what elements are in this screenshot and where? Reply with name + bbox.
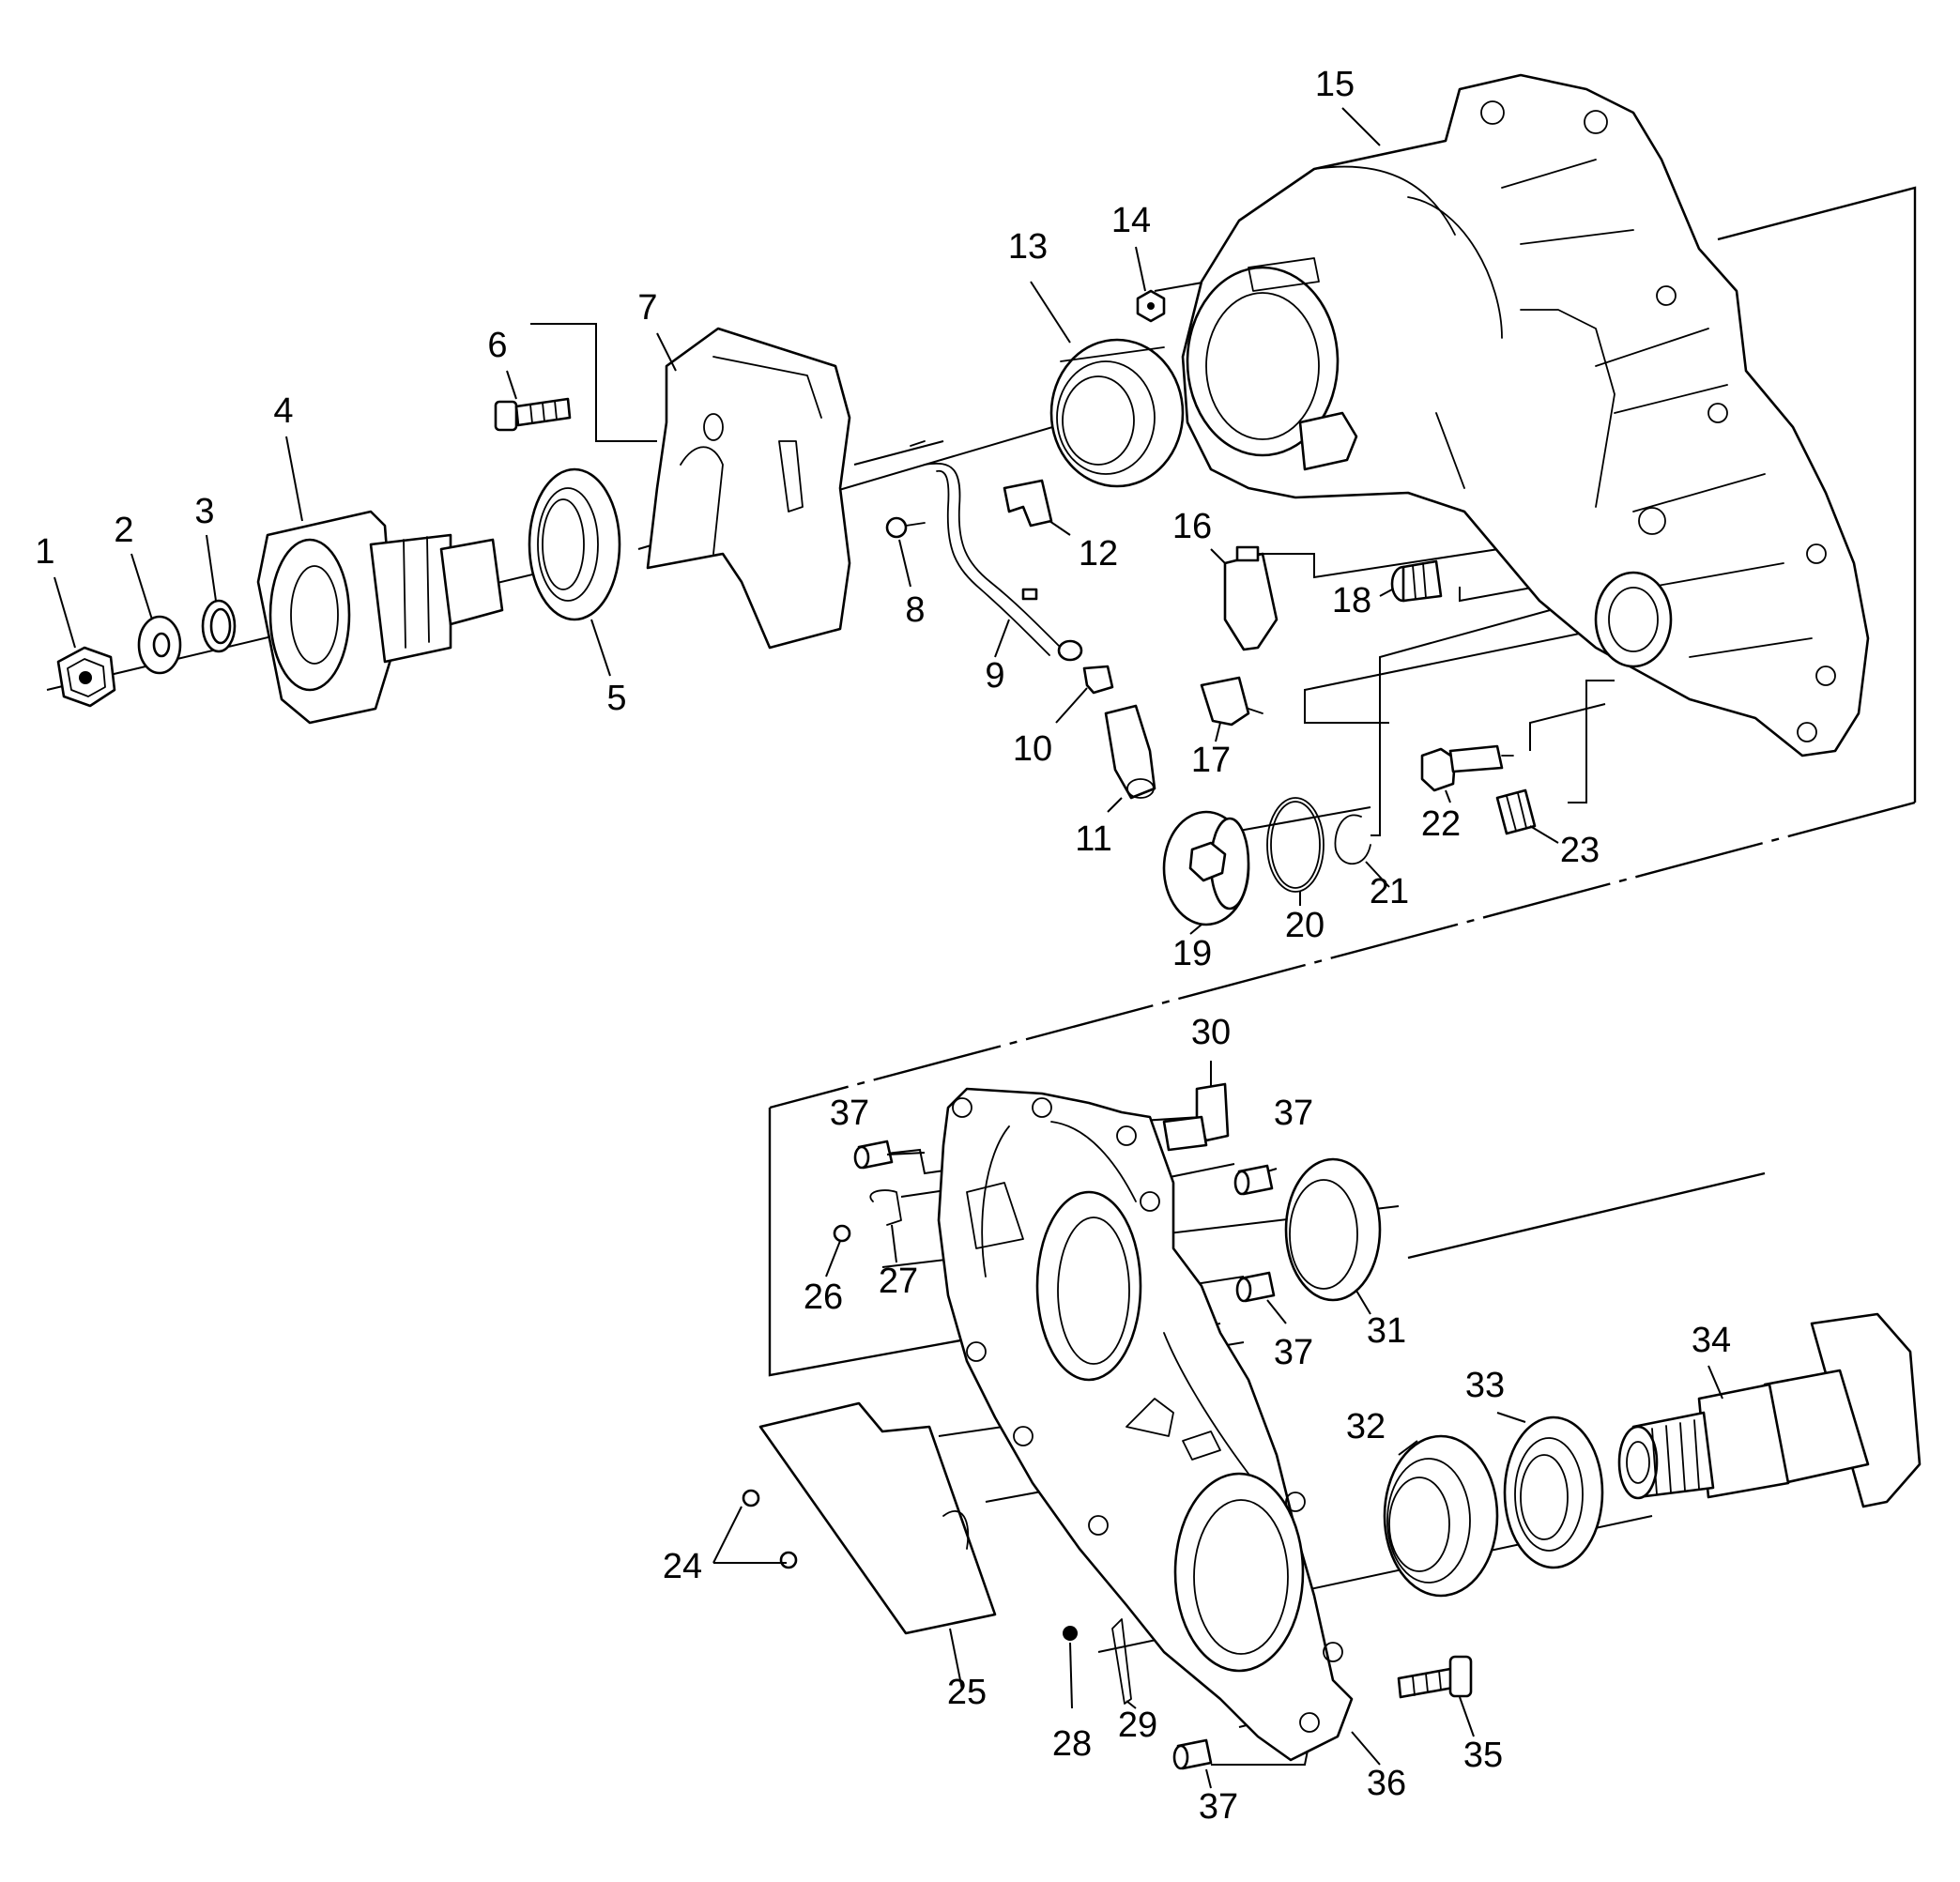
callout-6: 6 xyxy=(487,326,507,365)
callout-33: 33 xyxy=(1465,1366,1505,1405)
callout-34: 34 xyxy=(1692,1321,1731,1360)
callout-labels: 1 2 3 4 5 6 7 8 9 10 11 12 13 14 15 16 1… xyxy=(35,65,1731,1827)
part-22-switch xyxy=(1420,744,1514,792)
dowel-pin xyxy=(1172,1738,1213,1770)
part-28-screw xyxy=(1063,1626,1078,1641)
part-15-front-case xyxy=(1181,73,1870,757)
callout-23: 23 xyxy=(1560,831,1600,870)
callout-32: 32 xyxy=(1346,1407,1386,1446)
part-21-retaining-ring xyxy=(1334,814,1371,865)
part-33-rear-output-seal xyxy=(1503,1415,1604,1569)
part-26-screw xyxy=(833,1224,851,1243)
callout-31: 31 xyxy=(1367,1311,1406,1351)
callout-5: 5 xyxy=(606,679,626,718)
part-6-bolt xyxy=(494,397,572,432)
part-35-bolt xyxy=(1397,1655,1473,1699)
part-13-rear-seal xyxy=(1049,338,1185,488)
callout-27: 27 xyxy=(879,1262,918,1301)
part-18-fill-plug xyxy=(1390,559,1443,603)
part-23-drain-plug xyxy=(1495,788,1537,835)
part-27-bracket xyxy=(869,1189,902,1226)
part-7-shift-motor-cover xyxy=(646,327,851,650)
part-31-seal xyxy=(1284,1157,1382,1302)
callout-19: 19 xyxy=(1172,934,1212,973)
callout-3: 3 xyxy=(194,492,214,531)
part-20-o-ring xyxy=(1266,797,1325,893)
callout-25: 25 xyxy=(947,1673,987,1712)
callout-8: 8 xyxy=(905,590,925,630)
callout-21: 21 xyxy=(1370,872,1409,911)
part-30-vent-fitting xyxy=(1162,1082,1230,1152)
callout-37: 37 xyxy=(1199,1787,1238,1827)
callout-29: 29 xyxy=(1118,1706,1157,1745)
part-34-rear-output-shaft xyxy=(1617,1312,1922,1508)
callout-13: 13 xyxy=(1008,227,1048,267)
callout-2: 2 xyxy=(114,511,133,550)
callout-14: 14 xyxy=(1111,201,1151,240)
part-29-clip xyxy=(1111,1618,1132,1705)
callout-4: 4 xyxy=(273,391,293,431)
part-1-flange-nut xyxy=(56,646,116,708)
callout-16: 16 xyxy=(1172,507,1212,546)
part-14-stud-nut xyxy=(1136,289,1166,323)
part-37-dowel-pins xyxy=(853,1140,1276,1770)
callout-leaders xyxy=(54,107,1723,1789)
part-10-clip xyxy=(1082,665,1114,695)
callout-37: 37 xyxy=(1274,1094,1313,1133)
callout-7: 7 xyxy=(637,288,657,328)
part-24-screws xyxy=(742,1489,798,1569)
part-12-harness-bracket xyxy=(1003,479,1053,528)
callout-37: 37 xyxy=(830,1094,869,1133)
callout-15: 15 xyxy=(1315,65,1355,104)
part-36-rear-case xyxy=(937,1087,1354,1762)
callout-35: 35 xyxy=(1463,1736,1503,1775)
callout-12: 12 xyxy=(1079,534,1118,574)
callout-10: 10 xyxy=(1013,729,1052,769)
callout-37: 37 xyxy=(1274,1333,1313,1372)
part-11-electrical-connector xyxy=(1104,704,1156,800)
part-4-output-flange xyxy=(256,510,504,725)
dowel-pin xyxy=(1233,1164,1274,1196)
callout-26: 26 xyxy=(804,1278,843,1317)
part-3-o-ring-seal xyxy=(201,599,237,653)
part-17-position-sensor xyxy=(1200,676,1263,727)
callout-36: 36 xyxy=(1367,1764,1406,1803)
part-16-speed-sensor xyxy=(1223,545,1279,651)
callout-1: 1 xyxy=(35,532,54,572)
dowel-pin xyxy=(853,1140,894,1170)
callout-28: 28 xyxy=(1052,1724,1092,1764)
part-25-label-plate xyxy=(758,1401,997,1635)
part-19-cover-plug xyxy=(1162,810,1250,926)
callout-20: 20 xyxy=(1285,906,1325,945)
part-32-bearing xyxy=(1383,1434,1499,1598)
callout-11: 11 xyxy=(1075,819,1111,859)
part-2-washer xyxy=(137,615,182,675)
callout-17: 17 xyxy=(1191,741,1231,780)
group-frames xyxy=(768,186,1917,1377)
callout-22: 22 xyxy=(1421,804,1461,844)
callout-18: 18 xyxy=(1332,581,1371,620)
part-5-front-output-seal xyxy=(528,467,621,621)
callout-24: 24 xyxy=(663,1547,702,1586)
callout-30: 30 xyxy=(1191,1013,1231,1052)
callout-9: 9 xyxy=(985,656,1004,696)
dowel-pin xyxy=(1235,1271,1276,1303)
part-9-wiring-harness xyxy=(910,440,1083,662)
part-8-screw xyxy=(885,516,926,539)
